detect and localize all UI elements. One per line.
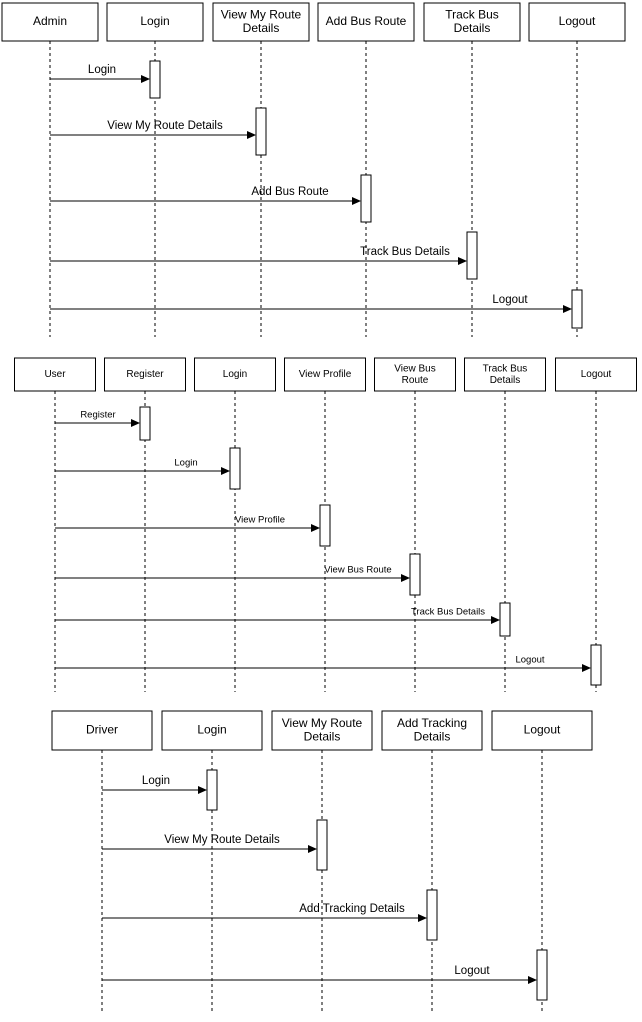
activation-bar-view-my-route-details: [255, 107, 267, 156]
participant-box-view-my-route-details: [212, 2, 310, 42]
arrowhead-icon: [528, 976, 537, 984]
participant-box-view-bus-route: [374, 357, 456, 392]
participant-label-logout: Logout: [524, 723, 561, 737]
participant-label-line: Details: [243, 21, 280, 35]
message-label-logout: Logout: [454, 965, 490, 977]
participant-label-line: Details: [490, 375, 521, 386]
arrowhead-icon: [198, 786, 207, 794]
participant-label-line: View Bus: [394, 363, 436, 374]
message-label-login: Login: [174, 458, 197, 469]
arrowhead-icon: [563, 305, 572, 313]
participant-label-register: Register: [126, 369, 164, 380]
participant-box-view-my-route-details: [271, 710, 373, 751]
arrowhead-icon: [141, 75, 150, 83]
participant-box-user: [14, 357, 96, 392]
participant-label-login: Login: [140, 14, 169, 28]
participant-box-track-bus-details: [423, 2, 521, 42]
message-label-view-my-route-details: View My Route Details: [107, 120, 223, 132]
message-label-track-bus-details: Track Bus Details: [360, 246, 450, 258]
activation-bar-add-bus-route: [360, 174, 372, 223]
participant-box-track-bus-details: [464, 357, 546, 392]
participant-box-admin: [1, 2, 99, 42]
participant-box-register: [104, 357, 186, 392]
participant-label-line: Route: [402, 375, 429, 386]
participant-box-driver: [51, 710, 153, 751]
activation-bar-view-my-route-details: [316, 819, 328, 871]
arrowhead-icon: [418, 914, 427, 922]
arrowhead-icon: [582, 664, 591, 672]
message-label-logout: Logout: [515, 655, 544, 666]
participant-label-logout: Logout: [581, 369, 612, 380]
message-label-track-bus-details: Track Bus Details: [411, 607, 485, 618]
participant-label-line: Add Tracking: [397, 716, 467, 730]
participant-label-line: Details: [304, 730, 341, 744]
message-label-add-tracking-details: Add Tracking Details: [299, 903, 405, 915]
participant-box-logout: [491, 710, 593, 751]
arrowhead-icon: [247, 131, 256, 139]
participant-box-login: [161, 710, 263, 751]
activation-bar-logout: [571, 289, 583, 329]
participant-box-logout: [555, 357, 637, 392]
message-label-login: Login: [142, 775, 170, 787]
participant-label-line: Track Bus: [445, 7, 499, 21]
activation-bar-logout: [590, 644, 602, 686]
participant-box-logout: [528, 2, 626, 42]
participant-label-line: Details: [454, 21, 491, 35]
participant-label-login: Login: [197, 723, 226, 737]
message-label-logout: Logout: [492, 294, 528, 306]
arrowhead-icon: [311, 524, 320, 532]
activation-bar-add-tracking-details: [426, 889, 438, 941]
activation-bar-register: [139, 406, 151, 441]
arrowhead-icon: [221, 467, 230, 475]
participant-label-login: Login: [223, 369, 247, 380]
participant-label-add-bus-route: Add Bus Route: [326, 14, 407, 28]
participant-label-view-profile: View Profile: [299, 369, 352, 380]
arrowhead-icon: [352, 197, 361, 205]
participant-label-user: User: [44, 369, 66, 380]
participant-box-add-bus-route: [317, 2, 415, 42]
participant-label-driver: Driver: [86, 723, 118, 737]
message-label-view-profile: View Profile: [235, 515, 285, 526]
participant-box-login: [106, 2, 204, 42]
arrowhead-icon: [491, 616, 500, 624]
participant-label-line: View My Route: [221, 7, 302, 21]
participant-label-line: Track Bus: [483, 363, 528, 374]
participant-label-admin: Admin: [33, 14, 67, 28]
participant-label-logout: Logout: [559, 14, 596, 28]
participant-box-login: [194, 357, 276, 392]
participant-label-line: View My Route: [282, 716, 363, 730]
arrowhead-icon: [131, 419, 140, 427]
activation-bar-logout: [536, 949, 548, 1001]
activation-bar-view-bus-route: [409, 553, 421, 596]
arrowhead-icon: [458, 257, 467, 265]
participant-label-line: Details: [414, 730, 451, 744]
message-label-view-my-route-details: View My Route Details: [164, 834, 280, 846]
activation-bar-login: [229, 447, 241, 490]
activation-bar-track-bus-details: [466, 231, 478, 280]
arrowhead-icon: [308, 845, 317, 853]
message-label-add-bus-route: Add Bus Route: [251, 186, 328, 198]
participant-box-view-profile: [284, 357, 366, 392]
activation-bar-login: [206, 769, 218, 811]
activation-bar-track-bus-details: [499, 602, 511, 637]
activation-bar-login: [149, 60, 161, 99]
activation-bar-view-profile: [319, 504, 331, 547]
participant-box-add-tracking-details: [381, 710, 483, 751]
message-label-register: Register: [80, 410, 115, 421]
message-label-view-bus-route: View Bus Route: [324, 565, 391, 576]
arrowhead-icon: [401, 574, 410, 582]
message-label-login: Login: [88, 64, 116, 76]
